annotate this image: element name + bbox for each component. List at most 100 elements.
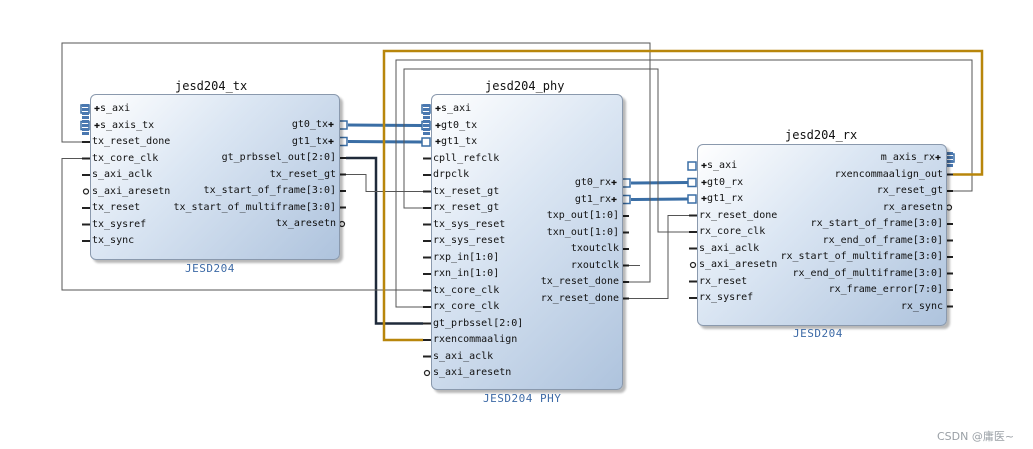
phy-pin-rxp-in10[interactable]: rxp_in[1:0] <box>433 251 500 263</box>
tx-axi-glyph <box>82 112 89 115</box>
tx-block-title: jesd204_tx <box>175 79 248 93</box>
rx-bus-port <box>687 194 697 204</box>
tx-pin-tx-reset[interactable]: tx_reset <box>92 202 141 213</box>
phy-pin-tx-reset-done[interactable]: tx_reset_done <box>540 276 619 287</box>
phy-pin-rx-core-clk[interactable]: rx_core_clk <box>433 301 500 312</box>
tx-pin-tx-core-clk[interactable]: tx_core_clk <box>92 152 159 164</box>
phy-axi-glyph <box>423 116 430 119</box>
phy-block-title: jesd204_phy <box>485 79 565 93</box>
tx-pin-tx-reset-gt[interactable]: tx_reset_gt <box>269 168 336 180</box>
tx-pin-tx-sync[interactable]: tx_sync <box>92 235 135 246</box>
tx-pin-s-axis-tx[interactable]: ✚s_axis_tx <box>94 119 155 131</box>
rx-pin-gt0-rx[interactable]: ✚gt0_rx <box>701 176 744 188</box>
phy-pin-rxencommaalign[interactable]: rxencommaalign <box>433 334 518 345</box>
watermark: CSDN @庸医~ <box>937 430 1015 443</box>
phy-block-subtitle: JESD204 PHY <box>483 392 562 405</box>
gt1-rx-bus <box>630 197 689 201</box>
tx-pin-tx-sysref[interactable]: tx_sysref <box>92 218 147 230</box>
tx-axis-glyph <box>82 124 89 127</box>
rx-maxis-glyph <box>946 152 953 155</box>
phy-bus-port <box>421 137 431 147</box>
phy-pin-txn-out10[interactable]: txn_out[1:0] <box>546 226 619 238</box>
phy-pin-gt1-tx[interactable]: ✚gt1_tx <box>435 136 478 147</box>
gt0-rx-bus <box>630 181 689 185</box>
tx-axi-glyph <box>82 108 89 111</box>
phy-pin-gt-prbssel20[interactable]: gt_prbssel[2:0] <box>433 317 524 329</box>
rx-pin-rxencommaalign-out[interactable]: rxencommaalign_out <box>834 168 943 180</box>
rxencommaalign-wire <box>382 49 984 342</box>
phy-gt-glyph <box>423 132 430 135</box>
jesd204-tx-block[interactable] <box>90 94 340 260</box>
rx-pin-s-axi-aclk[interactable]: s_axi_aclk <box>699 242 760 254</box>
rx-pin-rx-sync[interactable]: rx_sync <box>900 300 943 312</box>
phy-pin-txp-out10[interactable]: txp_out[1:0] <box>546 210 619 221</box>
phy-pin-rxn-in10[interactable]: rxn_in[1:0] <box>433 268 500 279</box>
tx-pin-gt1-tx[interactable]: gt1_tx✚ <box>291 135 334 147</box>
phy-pin-tx-core-clk[interactable]: tx_core_clk <box>433 284 500 296</box>
rx-bus-port <box>687 161 697 171</box>
rx-inv-port <box>689 261 697 269</box>
rx-pin-rx-reset[interactable]: rx_reset <box>699 275 748 287</box>
jesd204-phy-block[interactable] <box>431 94 623 390</box>
tx-reset-gt-wire <box>346 174 423 192</box>
tx-pin-s-axi[interactable]: ✚s_axi <box>94 103 131 114</box>
tx-block-subtitle: JESD204 <box>185 262 235 275</box>
tx-pin-gt0-tx[interactable]: gt0_tx✚ <box>291 119 334 130</box>
tx-pin-tx-aresetn[interactable]: tx_aresetn <box>275 218 336 229</box>
phy-pin-s-axi-aclk[interactable]: s_axi_aclk <box>433 350 494 362</box>
phy-pin-gt1-rx[interactable]: gt1_rx✚ <box>574 193 617 205</box>
jesd204-rx-block[interactable] <box>697 144 947 326</box>
rx-maxis-glyph <box>946 160 953 163</box>
tx-axis-glyph <box>82 128 89 131</box>
phy-pin-s-axi-aresetn[interactable]: s_axi_aresetn <box>433 367 512 378</box>
rx-pin-s-axi[interactable]: ✚s_axi <box>701 160 738 171</box>
rx-pin-rx-reset-done[interactable]: rx_reset_done <box>699 209 778 221</box>
phy-pin-gt0-tx[interactable]: ✚gt0_tx <box>435 119 478 131</box>
tx-pin-s-axi-aclk[interactable]: s_axi_aclk <box>92 169 153 180</box>
tx-pin-tx-start-of-frame30[interactable]: tx_start_of_frame[3:0] <box>203 185 336 196</box>
phy-pin-rx-reset-done[interactable]: rx_reset_done <box>540 292 619 304</box>
tx-pin-tx-reset-done[interactable]: tx_reset_done <box>92 136 171 147</box>
rx-pin-rx-start-of-multiframe30[interactable]: rx_start_of_multiframe[3:0] <box>780 251 943 262</box>
tx-pin-s-axi-aresetn[interactable]: s_axi_aresetn <box>92 185 171 197</box>
phy-pin-gt0-rx[interactable]: gt0_rx✚ <box>574 177 617 188</box>
phy-axi-glyph <box>423 104 430 107</box>
rx-pin-rx-frame-error70[interactable]: rx_frame_error[7:0] <box>828 284 943 295</box>
rx-pin-gt1-rx[interactable]: ✚gt1_rx <box>701 193 744 204</box>
tx-inv-port <box>338 220 346 228</box>
rx-pin-rx-start-of-frame30[interactable]: rx_start_of_frame[3:0] <box>810 218 943 229</box>
tx-core-clk-wire <box>61 158 423 291</box>
rx-reset-gt-wire <box>395 59 973 308</box>
rx-pin-rx-aresetn[interactable]: rx_aresetn <box>882 201 943 213</box>
rx-pin-s-axi-aresetn[interactable]: s_axi_aresetn <box>699 259 778 270</box>
phy-gt-glyph <box>423 128 430 131</box>
prbssel-bus <box>346 156 423 325</box>
rx-bus-port <box>687 177 697 188</box>
phy-pin-drpclk[interactable]: drpclk <box>433 169 470 180</box>
phy-pin-rxoutclk[interactable]: rxoutclk <box>570 259 619 271</box>
tx-inv-port <box>82 188 90 195</box>
rx-maxis-glyph <box>946 156 953 159</box>
phy-bus-port <box>621 178 631 188</box>
phy-pin-tx-sys-reset[interactable]: tx_sys_reset <box>433 218 506 230</box>
rx-reset-done-wire <box>629 215 689 299</box>
rx-core-clk-wire <box>403 68 689 233</box>
tx-pin-gt-prbssel-out20[interactable]: gt_prbssel_out[2:0] <box>221 152 336 163</box>
phy-pin-tx-reset-gt[interactable]: tx_reset_gt <box>433 185 500 197</box>
rx-pin-rx-reset-gt[interactable]: rx_reset_gt <box>876 185 943 196</box>
rx-pin-rx-core-clk[interactable]: rx_core_clk <box>699 226 766 237</box>
rx-maxis-glyph <box>946 164 953 167</box>
tx-pin-tx-start-of-multiframe30[interactable]: tx_start_of_multiframe[3:0] <box>173 201 336 213</box>
rx-pin-m-axis-rx[interactable]: m_axis_rx✚ <box>880 152 941 163</box>
phy-pin-txoutclk[interactable]: txoutclk <box>570 243 619 254</box>
phy-pin-rx-reset-gt[interactable]: rx_reset_gt <box>433 202 500 213</box>
phy-axi-glyph <box>423 112 430 115</box>
rx-pin-rx-end-of-multiframe30[interactable]: rx_end_of_multiframe[3:0] <box>792 267 943 279</box>
phy-pin-s-axi[interactable]: ✚s_axi <box>435 103 472 114</box>
phy-pin-cpll-refclk[interactable]: cpll_refclk <box>433 152 500 164</box>
rx-pin-rx-sysref[interactable]: rx_sysref <box>699 292 754 303</box>
phy-pin-rx-sys-reset[interactable]: rx_sys_reset <box>433 235 506 246</box>
phy-inv-port <box>423 369 431 377</box>
rx-pin-rx-end-of-frame30[interactable]: rx_end_of_frame[3:0] <box>822 234 943 246</box>
